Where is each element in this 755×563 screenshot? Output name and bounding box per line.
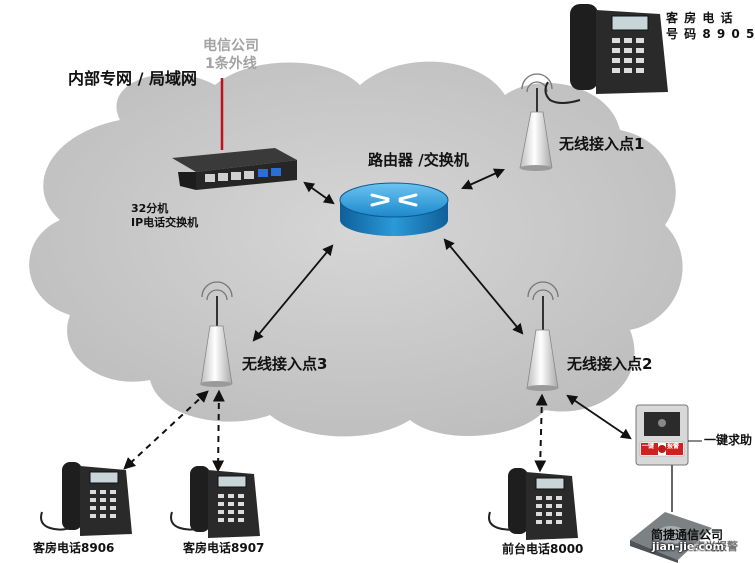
help-red-left-label: 一键 [642, 443, 655, 450]
link-ap2-help [566, 394, 632, 440]
solid-links [252, 168, 632, 440]
phone-8000-icon [488, 468, 578, 540]
watermark-company: 简捷通信公司 [651, 528, 724, 542]
link-router-ap3 [252, 244, 334, 342]
access-point-2-icon [526, 281, 559, 391]
phone-8000-label: 前台电话8000 [502, 542, 584, 556]
wireless-links [123, 389, 548, 473]
access-point-3-icon [200, 281, 233, 387]
router-icon [339, 182, 449, 236]
help-button-panel-icon [635, 404, 689, 466]
ap1-label: 无线接入点1 [559, 135, 645, 153]
watermark-url: jian-jie.com [652, 540, 725, 553]
telecom-label-line1: 电信公司 [203, 38, 259, 54]
phone-8907-icon [170, 466, 260, 538]
alarm-label: 声光报警 [694, 540, 738, 553]
lan-cloud [29, 61, 683, 437]
phone-8906-icon [40, 462, 132, 536]
ap2-label: 无线接入点2 [567, 355, 653, 373]
pbx-label-line2: IP电话交换机 [131, 216, 199, 229]
intranet-label: 内部专网 / 局域网 [68, 69, 197, 88]
pbx-device-icon [172, 148, 297, 190]
access-point-1-icon [519, 73, 553, 171]
help-button-label: 一键求助 [704, 433, 753, 447]
pbx-label-line1: 32分机 [131, 202, 169, 215]
alarm-device-icon [630, 512, 712, 563]
help-red-right-label: 报警 [667, 443, 680, 450]
link-router-ap1 [461, 168, 505, 190]
phone-8905-label-line1: 客 房 电 话 [666, 11, 734, 25]
link-ap2-8000 [534, 393, 548, 473]
phone-8906-label: 客房电话8906 [33, 541, 115, 555]
phone-8907-label: 客房电话8907 [183, 541, 265, 555]
link-pbx-router [303, 181, 335, 205]
phone-8905-label-line2: 号 码 8 9 0 5 [666, 27, 755, 41]
link-router-ap2 [443, 238, 524, 335]
router-label: 路由器 /交换机 [368, 151, 469, 169]
phone-8905-icon [544, 4, 668, 104]
link-ap3-8907 [212, 389, 225, 473]
link-ap3-8906 [123, 390, 209, 470]
telecom-label-line2: 1条外线 [205, 56, 257, 72]
ap3-label: 无线接入点3 [242, 355, 328, 373]
